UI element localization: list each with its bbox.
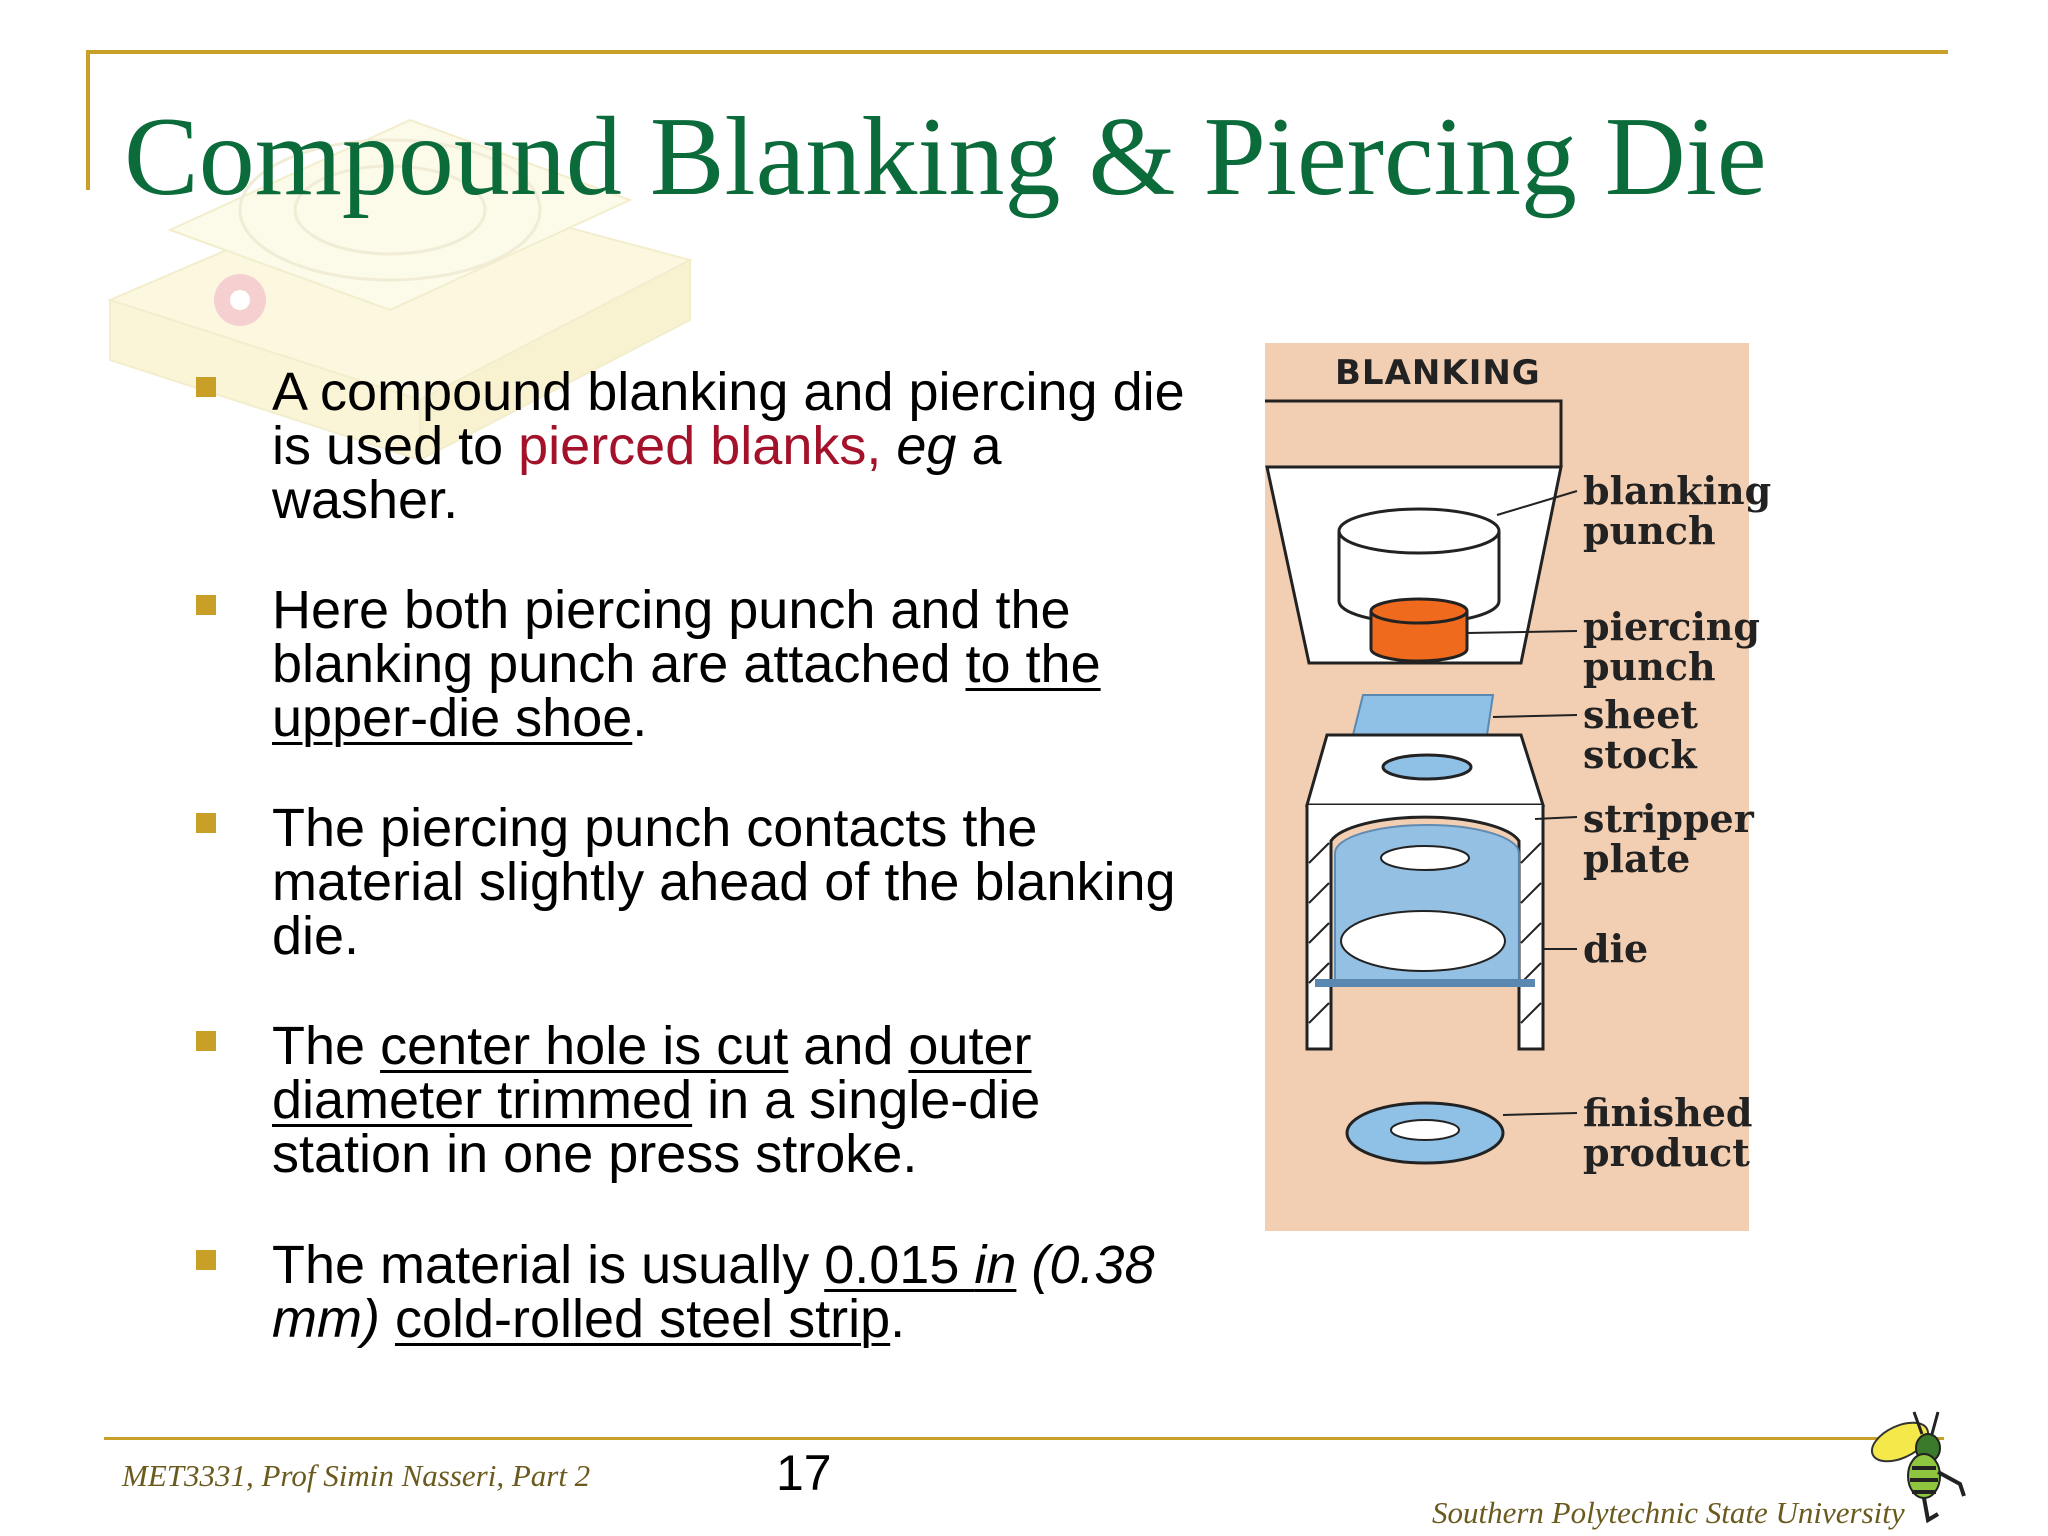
bullet-item: The piercing punch contacts the material… [190,801,1190,963]
footer-university: Southern Polytechnic State University [1432,1495,1905,1530]
label-finished-product: finished product [1583,1090,1753,1175]
blanking-die-diagram [1265,399,1578,1165]
page-number: 17 [776,1445,832,1501]
label-sheet-stock: sheet stock [1583,692,1698,777]
highlight-text: pierced blanks, [518,416,882,476]
label-stripper-plate: stripper plate [1583,796,1754,881]
bottom-rule [104,1437,1944,1440]
label-die: die [1583,926,1649,971]
die-watermark-image [107,118,693,462]
figure-title: BLANKING [1335,353,1541,393]
top-rule [86,50,1948,54]
blanking-die-figure: BLANKING blanking punch piercing punch s… [1265,343,1771,1231]
slide-title: Compound Blanking & Piercing Die [124,95,1767,219]
bullet-item: The material is usually 0.015 in (0.38 m… [190,1238,1190,1346]
bullet-square-icon [196,1250,216,1270]
label-piercing-punch: piercing punch [1583,604,1760,689]
left-rule [86,50,90,190]
bullet-item: The center hole is cut and outer diamete… [190,1019,1190,1181]
hornet-logo-icon [1870,1411,1966,1524]
bullet-square-icon [196,595,216,615]
label-blanking-punch: blanking punch [1583,468,1772,553]
bullet-item: Here both piercing punch and the blankin… [190,583,1190,745]
bullet-square-icon [196,1031,216,1051]
bullet-square-icon [196,813,216,833]
footer-course: MET3331, Prof Simin Nasseri, Part 2 [122,1458,591,1493]
bullet-item: A compound blanking and piercing die is … [190,365,1190,527]
bullet-square-icon [196,377,216,397]
